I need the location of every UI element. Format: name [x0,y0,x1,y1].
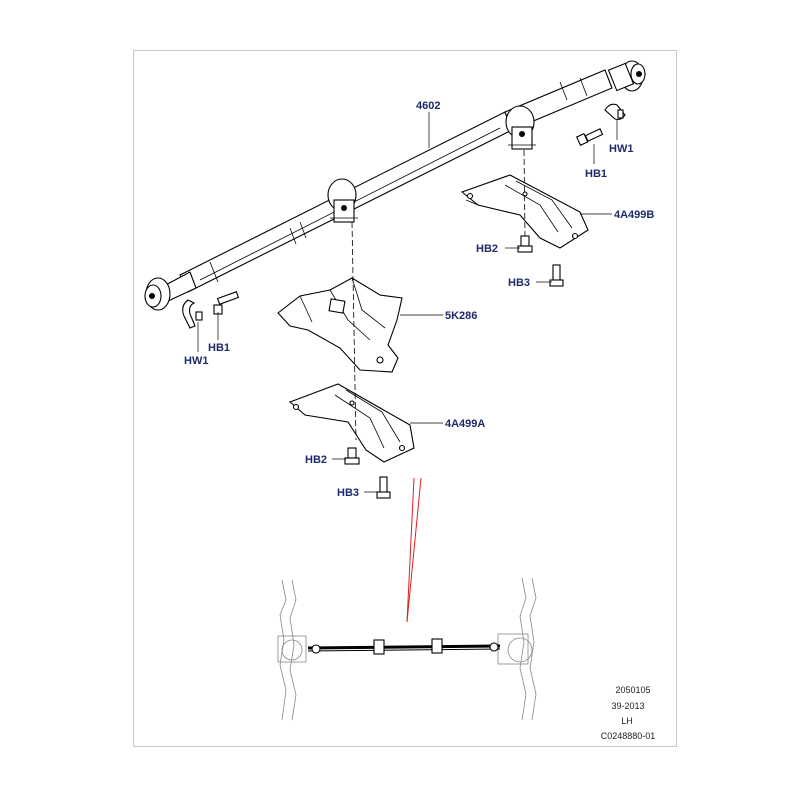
label-hw1-left: HW1 [184,355,208,367]
bolt-hb2-right [517,235,533,253]
location-inset [277,477,537,721]
label-shield-5k286: 5K286 [445,310,477,322]
center-bearing-rear [327,178,358,223]
label-hb2-right: HB2 [476,243,498,255]
heat-shield-5k286 [277,277,403,373]
bracket-4a499a [288,383,415,463]
bolt-hb3-left [376,476,391,499]
caption-line2: 39-2013 [611,701,644,711]
label-bracket-4a499a: 4A499A [445,418,485,430]
label-hb1-right: HB1 [585,168,607,180]
front-hardware [575,103,626,146]
leader-lines [197,112,618,493]
bolt-hb3-right [549,264,564,287]
center-bearing-front [505,105,536,150]
caption-line4: C0248880-01 [601,731,656,741]
label-shaft-4602: 4602 [416,100,440,112]
propeller-shaft [144,60,646,311]
label-hw1-right: HW1 [609,143,633,155]
label-hb3-right: HB3 [508,277,530,289]
rear-hardware [182,291,240,329]
caption-line1: 2050105 [615,685,650,695]
bolt-hb2-left [344,447,360,465]
label-bracket-4a499b: 4A499B [614,209,654,221]
bracket-4a499b [460,174,589,249]
label-hb2-left: HB2 [305,454,327,466]
label-hb3-left: HB3 [337,487,359,499]
caption-line3: LH [621,716,633,726]
label-hb1-left: HB1 [208,342,230,354]
assembly-alignment-line-front [523,149,526,237]
assembly-alignment-line [351,221,357,441]
